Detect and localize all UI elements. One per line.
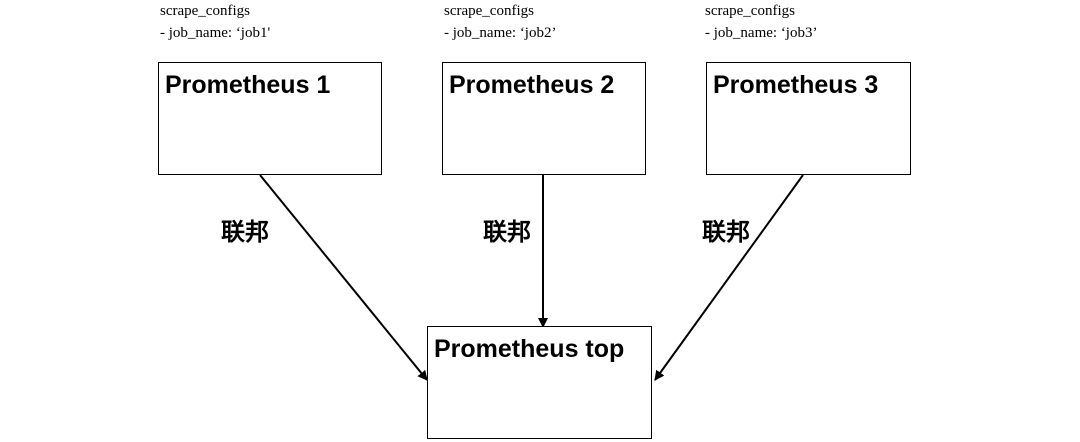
caption-line-job-name: - job_name: ‘job1' — [160, 25, 271, 41]
node-label: Prometheus 1 — [165, 71, 331, 99]
edge-label-p1: 联邦 — [221, 218, 269, 246]
node-prometheus-top: Prometheus top — [427, 326, 652, 439]
node-label: Prometheus 2 — [449, 71, 615, 99]
node-prometheus-3: Prometheus 3 — [706, 62, 911, 175]
edge-arrow-p1-to-top — [259, 174, 428, 381]
node-label: Prometheus top — [434, 335, 625, 363]
caption-line-scrape-configs: scrape_configs — [705, 3, 795, 19]
scrape-config-caption-2: scrape_configs - job_name: ‘job2’ — [444, 0, 556, 44]
edge-arrow-p3-to-top — [654, 174, 804, 381]
scrape-config-caption-1: scrape_configs - job_name: ‘job1' — [160, 0, 270, 44]
caption-line-scrape-configs: scrape_configs — [444, 3, 534, 19]
caption-line-job-name: - job_name: ‘job3’ — [705, 25, 818, 41]
edge-label-p2: 联邦 — [483, 218, 531, 246]
node-prometheus-1: Prometheus 1 — [158, 62, 382, 175]
scrape-config-caption-3: scrape_configs - job_name: ‘job3’ — [705, 0, 817, 44]
caption-line-job-name: - job_name: ‘job2’ — [444, 25, 557, 41]
caption-line-scrape-configs: scrape_configs — [160, 3, 250, 19]
node-label: Prometheus 3 — [713, 71, 879, 99]
edge-label-p3: 联邦 — [702, 218, 750, 246]
node-prometheus-2: Prometheus 2 — [442, 62, 646, 175]
